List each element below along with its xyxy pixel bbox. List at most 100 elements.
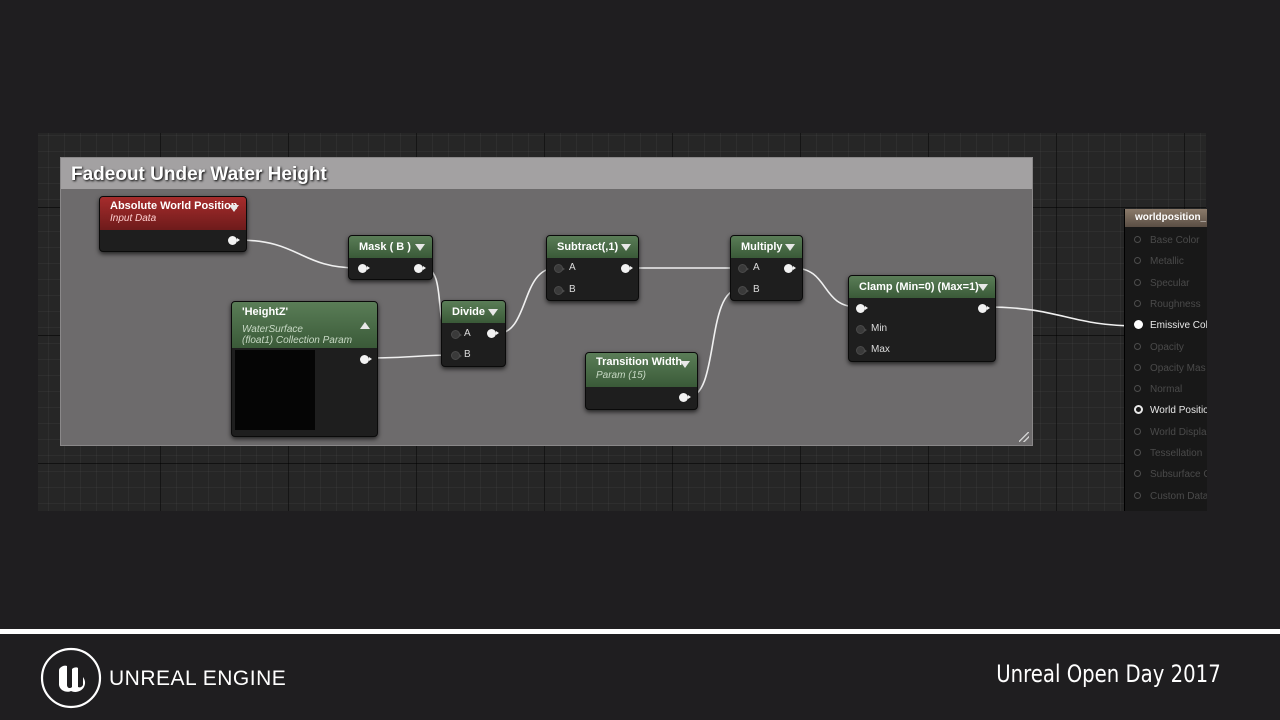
result-input-pin[interactable] (1134, 405, 1143, 415)
node-title: Clamp (Min=0) (Max=1) (859, 281, 979, 293)
resize-grip-icon[interactable] (1019, 432, 1029, 442)
result-pin-row[interactable]: Emissive Col (1125, 316, 1207, 337)
result-node-title[interactable]: worldposition_ (1125, 209, 1207, 227)
result-pin-row[interactable]: Specular (1125, 274, 1207, 295)
pin-label-min: Min (871, 323, 888, 334)
output-pin[interactable] (360, 355, 372, 364)
result-input-pin[interactable] (1134, 363, 1141, 371)
result-input-pin[interactable] (1134, 342, 1141, 350)
pin-label-a: A (464, 328, 471, 339)
collapse-arrow-icon[interactable] (488, 309, 498, 316)
result-input-pin[interactable] (1134, 385, 1141, 393)
pin-label-a: A (569, 262, 576, 273)
result-pin-row[interactable]: Roughness (1125, 295, 1207, 316)
result-pin-row[interactable]: World Positio (1125, 401, 1207, 422)
result-pin-row[interactable]: Metallic (1125, 252, 1207, 273)
comment-box-title[interactable]: Fadeout Under Water Height (61, 158, 1032, 189)
node-title: Transition Width (596, 356, 683, 368)
result-pin-label: Specular (1150, 277, 1190, 289)
result-pin-row[interactable]: Custom Data (1125, 487, 1207, 508)
node-multiply[interactable]: Multiply A B (730, 235, 803, 301)
node-subtitle: Input Data (110, 213, 157, 224)
node-title: Multiply (741, 241, 783, 253)
result-pin-label: Emissive Col (1150, 320, 1207, 332)
node-subtract[interactable]: Subtract(,1) A B (546, 235, 639, 301)
result-pin-label: Tessellation (1150, 448, 1203, 459)
expand-arrow-icon[interactable] (360, 322, 370, 329)
result-pin-label: World Displa (1150, 426, 1207, 438)
input-pin-a[interactable] (451, 330, 462, 339)
output-pin[interactable] (414, 264, 426, 273)
input-pin-a[interactable] (554, 264, 565, 273)
unreal-engine-logo-icon (40, 647, 102, 709)
output-pin[interactable] (679, 393, 691, 402)
node-subtitle: WaterSurface (242, 324, 303, 335)
footer-divider (0, 629, 1280, 634)
input-pin[interactable] (358, 264, 370, 273)
result-input-pin[interactable] (1134, 470, 1141, 478)
result-pin-label: Metallic (1150, 256, 1184, 268)
output-pin[interactable] (784, 264, 796, 273)
input-pin-b[interactable] (738, 286, 749, 295)
result-input-pin[interactable] (1134, 299, 1141, 307)
parameter-preview (235, 350, 315, 430)
pin-label-max: Max (871, 344, 890, 355)
result-pin-label: Normal (1150, 384, 1183, 396)
result-input-pin[interactable] (1134, 449, 1141, 456)
collapse-arrow-icon[interactable] (621, 244, 631, 251)
node-subtitle-type: (float1) Collection Param (242, 335, 353, 346)
node-title: Divide (452, 306, 486, 318)
input-pin-a[interactable] (738, 264, 749, 273)
result-input-pin[interactable] (1134, 236, 1141, 243)
result-pin-label: Subsurface C (1150, 469, 1207, 481)
pin-label-b: B (753, 284, 760, 295)
result-pin-row[interactable]: Tessellation (1125, 444, 1207, 465)
collapse-arrow-icon[interactable] (415, 244, 425, 251)
result-pin-label: Opacity Mas (1150, 362, 1206, 374)
collapse-arrow-icon[interactable] (680, 361, 690, 368)
result-pin-row[interactable]: Normal (1125, 380, 1207, 401)
result-pin-label: Roughness (1150, 298, 1201, 310)
result-input-pin[interactable] (1134, 491, 1141, 499)
result-pin-label: Custom Data (1150, 490, 1207, 502)
collapse-arrow-icon[interactable] (978, 284, 988, 291)
collapse-arrow-icon[interactable] (229, 205, 239, 212)
node-clamp[interactable]: Clamp (Min=0) (Max=1) Min Max (848, 275, 996, 362)
result-input-pin[interactable] (1134, 278, 1141, 286)
node-divide[interactable]: Divide A B (441, 300, 506, 367)
input-pin[interactable] (856, 304, 868, 313)
result-pin-row[interactable]: Base Color (1125, 231, 1207, 252)
node-absolute-world-position[interactable]: Absolute World Position Input Data (99, 196, 247, 252)
node-title: 'HeightZ' (242, 306, 289, 318)
node-title: Subtract(,1) (557, 241, 619, 253)
node-subtitle: Param (15) (596, 370, 647, 381)
result-pin-row[interactable]: World Displa (1125, 423, 1207, 444)
pin-label-b: B (569, 284, 576, 295)
output-pin[interactable] (487, 329, 499, 338)
event-title: Unreal Open Day 2017 (996, 660, 1221, 688)
input-pin-max[interactable] (856, 346, 867, 355)
output-pin[interactable] (228, 236, 240, 245)
result-input-pin[interactable] (1134, 320, 1143, 330)
result-input-pin[interactable] (1134, 257, 1141, 265)
result-pin-row[interactable]: Opacity Mas (1125, 359, 1207, 380)
node-mask[interactable]: Mask ( B ) (348, 235, 433, 280)
node-transition-width-param[interactable]: Transition Width Param (15) (585, 352, 698, 410)
output-pin[interactable] (621, 264, 633, 273)
result-pin-row[interactable]: Opacity (1125, 338, 1207, 359)
result-pin-label: Base Color (1150, 235, 1200, 246)
output-pin[interactable] (978, 304, 990, 313)
node-title: Mask ( B ) (359, 241, 411, 253)
result-input-pin[interactable] (1134, 427, 1141, 435)
result-pin-label: World Positio (1150, 405, 1207, 417)
input-pin-min[interactable] (856, 325, 867, 334)
node-title: Absolute World Position (110, 200, 238, 212)
engine-name: UNREAL ENGINE (109, 667, 287, 690)
result-pin-row[interactable]: Subsurface C (1125, 465, 1207, 486)
input-pin-b[interactable] (451, 351, 462, 360)
collapse-arrow-icon[interactable] (785, 244, 795, 251)
node-heightz-collection-param[interactable]: 'HeightZ' WaterSurface (float1) Collecti… (231, 301, 378, 437)
pin-label-a: A (753, 262, 760, 273)
input-pin-b[interactable] (554, 286, 565, 295)
